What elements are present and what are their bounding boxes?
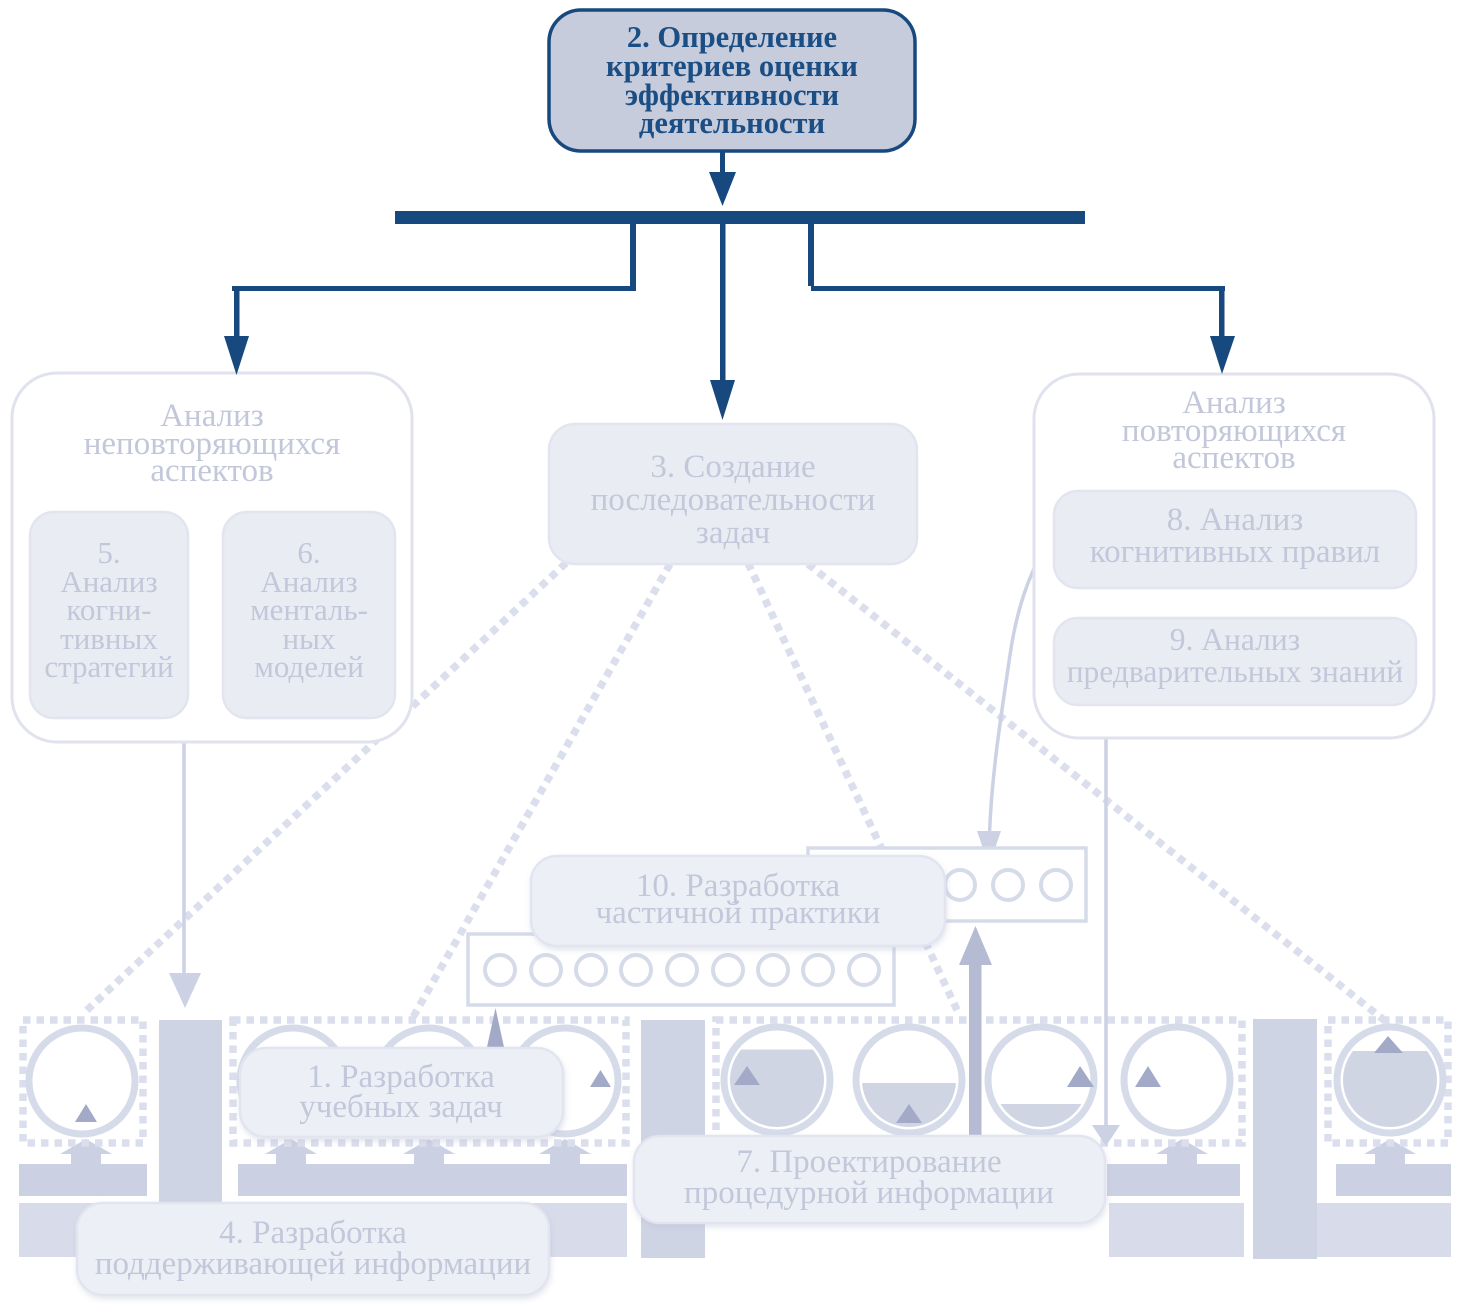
svg-text:2. Определение: 2. Определение [627, 20, 837, 54]
svg-text:Анализ: Анализ [1182, 385, 1286, 421]
svg-text:10. Разработка: 10. Разработка [636, 868, 840, 904]
svg-text:тивных: тивных [60, 621, 158, 656]
svg-text:1. Разработка: 1. Разработка [307, 1059, 495, 1095]
svg-text:деятельности: деятельности [639, 106, 825, 140]
svg-text:неповторяющихся: неповторяющихся [84, 426, 341, 462]
svg-text:процедурной информации: процедурной информации [684, 1175, 1054, 1211]
svg-text:4. Разработка: 4. Разработка [219, 1215, 407, 1251]
svg-text:частичной практики: частичной практики [596, 895, 881, 931]
svg-text:предварительных знаний: предварительных знаний [1067, 654, 1404, 689]
svg-text:Анализ: Анализ [60, 564, 157, 599]
svg-text:последовательности: последовательности [591, 482, 876, 518]
svg-text:3. Создание: 3. Создание [650, 449, 815, 485]
svg-text:аспектов: аспектов [150, 453, 273, 489]
svg-text:критериев оценки: критериев оценки [606, 49, 858, 83]
svg-text:7. Проектирование: 7. Проектирование [736, 1144, 1001, 1180]
svg-text:8. Анализ: 8. Анализ [1167, 502, 1304, 538]
svg-text:задач: задач [696, 515, 770, 551]
svg-text:учебных задач: учебных задач [299, 1089, 503, 1125]
svg-text:стратегий: стратегий [44, 649, 173, 684]
svg-text:аспектов: аспектов [1172, 440, 1295, 476]
svg-text:Анализ: Анализ [260, 564, 357, 599]
svg-text:Анализ: Анализ [160, 398, 264, 434]
svg-text:моделей: моделей [254, 649, 364, 684]
svg-text:6.: 6. [297, 535, 320, 570]
svg-text:когнитивных правил: когнитивных правил [1090, 534, 1380, 570]
svg-text:9. Анализ: 9. Анализ [1170, 622, 1300, 657]
svg-text:поддерживающей информации: поддерживающей информации [95, 1246, 531, 1282]
svg-text:повторяющихся: повторяющихся [1122, 413, 1346, 449]
svg-text:5.: 5. [97, 535, 120, 570]
svg-text:эффективности: эффективности [625, 78, 839, 112]
svg-text:менталь-: менталь- [250, 592, 368, 627]
svg-text:ных: ных [283, 621, 336, 656]
svg-text:когни-: когни- [66, 592, 151, 627]
